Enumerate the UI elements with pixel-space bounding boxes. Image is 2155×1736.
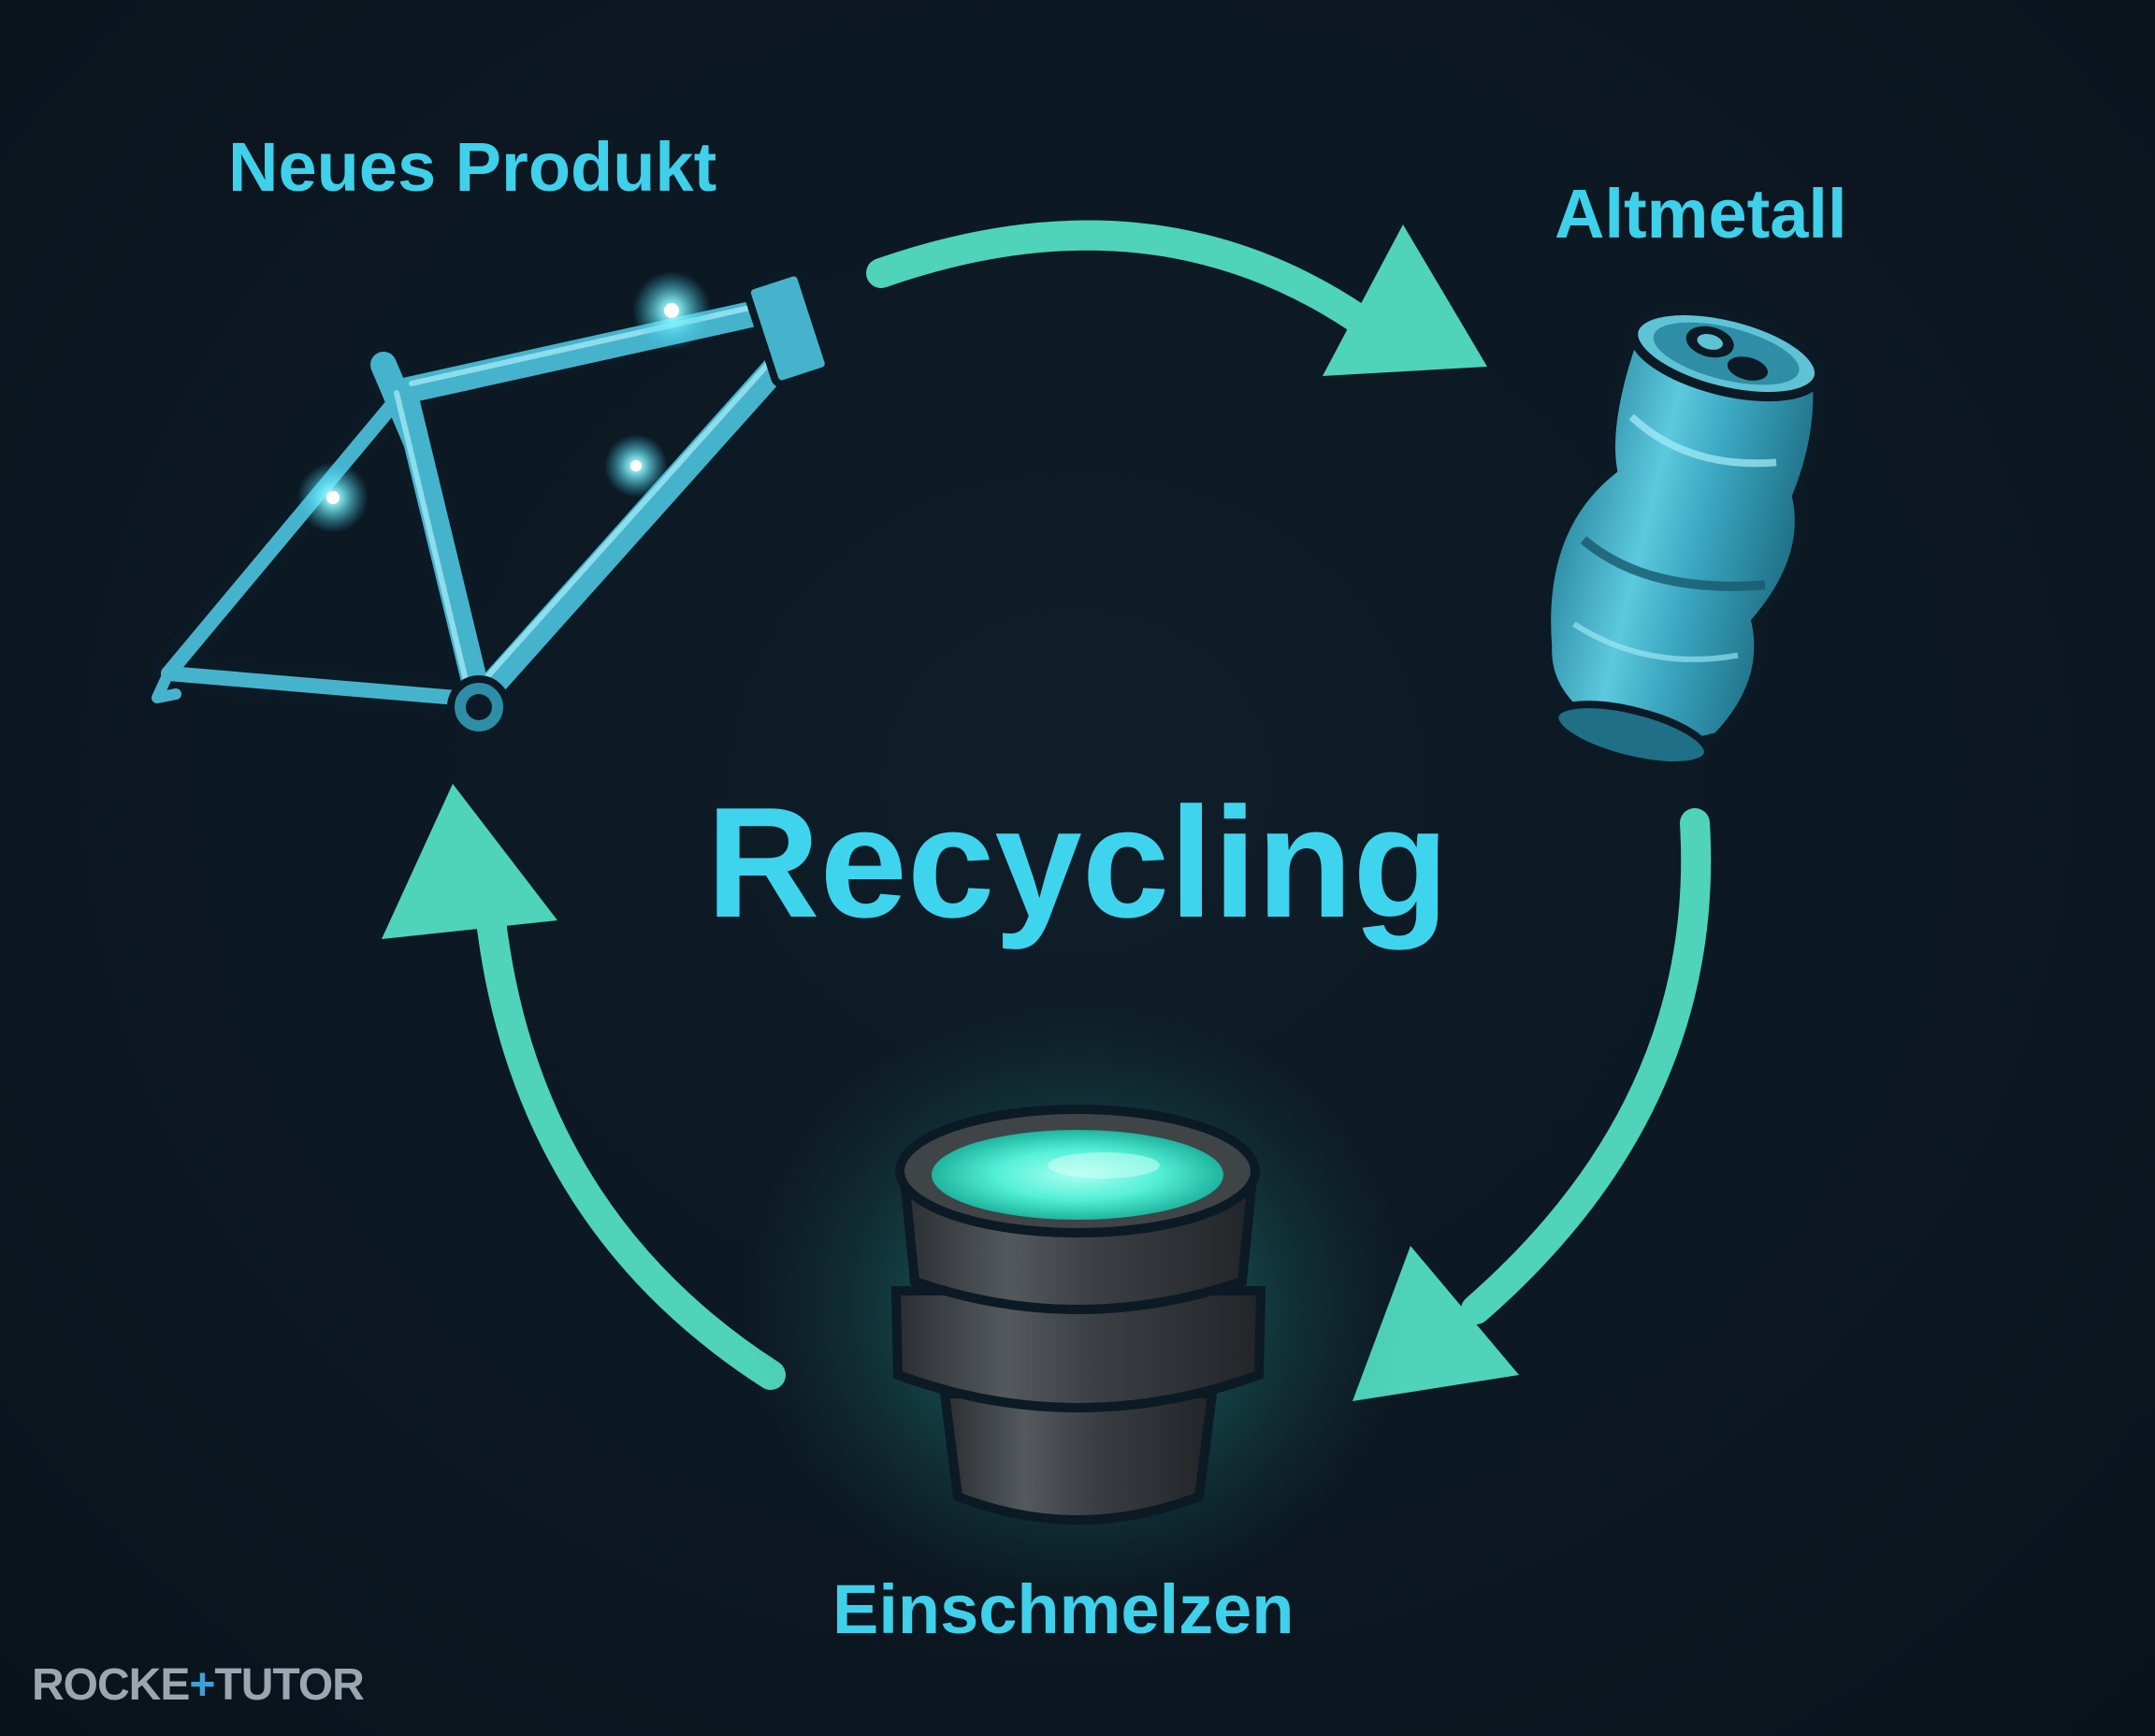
brand-part1: ROCKE: [32, 1660, 190, 1710]
brand-logo: ROCKE+TUTOR: [32, 1660, 365, 1710]
brand-part2: TUTOR: [214, 1660, 364, 1710]
stage-label-scrap-metal: Altmetall: [1555, 175, 1847, 253]
stage-label-new-product: Neues Produkt: [228, 128, 717, 206]
diagram-title: Recycling: [706, 774, 1449, 950]
sparkle-highlights: [297, 271, 711, 533]
stage-label-melting: Einschmelzen: [832, 1570, 1294, 1648]
crucible-icon: [741, 1001, 1414, 1618]
bike-frame-icon: [150, 268, 832, 739]
arrow-top: [866, 220, 1487, 376]
arrow-left: [382, 784, 786, 1390]
brand-plus: +: [189, 1660, 215, 1710]
crushed-can-icon: [1541, 306, 1825, 769]
